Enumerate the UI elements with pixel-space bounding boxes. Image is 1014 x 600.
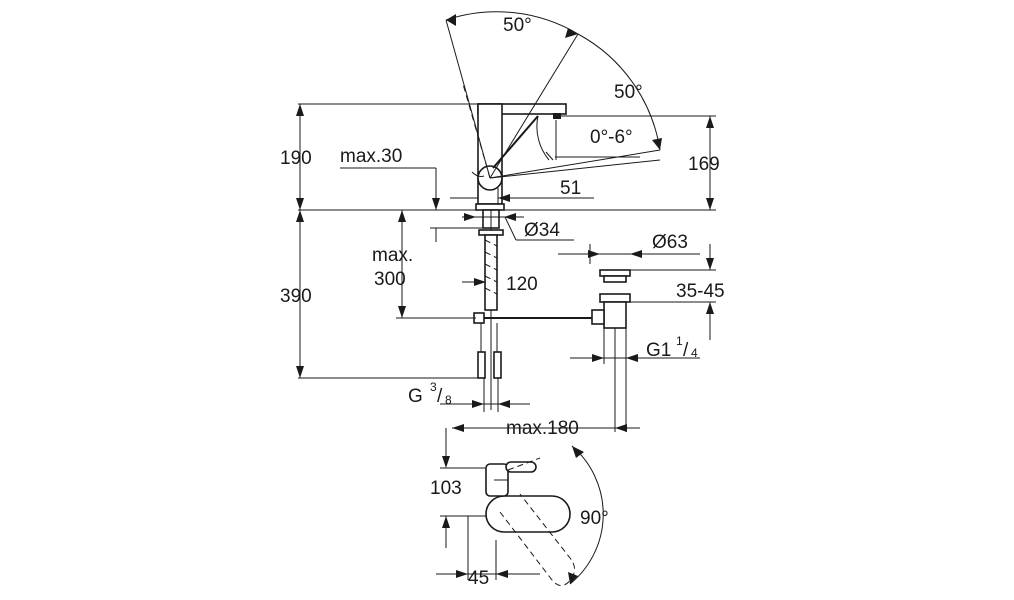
svg-text:1: 1	[676, 334, 683, 348]
label-300: 300	[374, 269, 406, 290]
label-angle-right: 50°	[614, 82, 643, 103]
label-max: max.	[372, 245, 413, 266]
label-g1-1-4: G1 1 / 4	[646, 334, 698, 361]
svg-text:G1: G1	[646, 340, 671, 361]
spout-plan	[485, 495, 571, 533]
waste-cap	[599, 269, 631, 277]
faucet-plan-view	[436, 428, 604, 586]
label-190: 190	[280, 148, 312, 169]
svg-text:/: /	[683, 340, 689, 361]
label-max180: max.180	[506, 418, 579, 439]
label-angle-bottom: 90°	[580, 508, 609, 529]
label-max30: max.30	[340, 146, 402, 167]
popup-waste	[452, 244, 716, 432]
label-45: 45	[468, 568, 489, 589]
label-169: 169	[688, 154, 720, 175]
label-dia63: Ø63	[652, 232, 688, 253]
svg-text:4: 4	[691, 346, 698, 360]
label-51: 51	[560, 178, 581, 199]
label-35-45: 35-45	[676, 281, 725, 302]
label-angle-top: 50°	[503, 15, 532, 36]
label-390: 390	[280, 286, 312, 307]
lever-handle	[492, 115, 539, 169]
faucet-elevation	[296, 11, 716, 412]
label-tilt: 0°-6°	[590, 127, 633, 148]
svg-text:G: G	[408, 386, 423, 407]
svg-text:8: 8	[445, 393, 452, 407]
label-120: 120	[506, 274, 538, 295]
label-g-3-8: G 3 / 8	[408, 380, 452, 407]
svg-text:3: 3	[430, 380, 437, 394]
svg-text:/: /	[437, 386, 443, 407]
label-dia34: Ø34	[524, 220, 560, 241]
label-103: 103	[430, 478, 462, 499]
waste-body	[603, 301, 627, 329]
